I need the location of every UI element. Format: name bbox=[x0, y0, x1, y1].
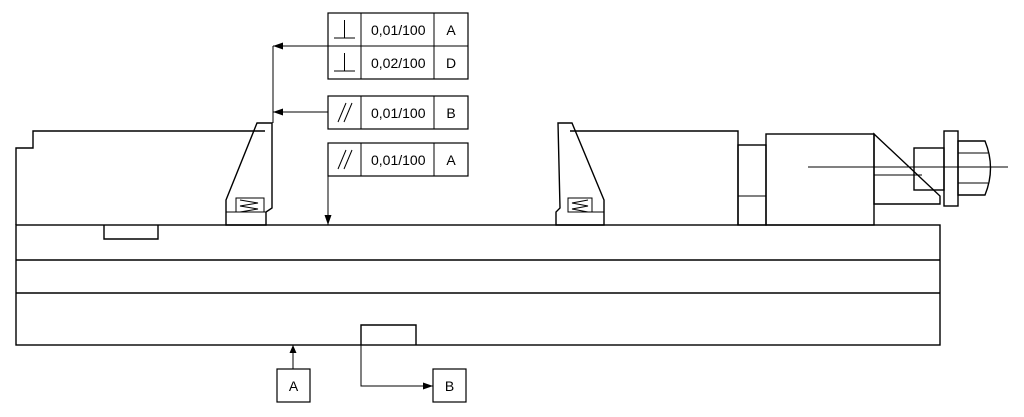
datum-a-label: A bbox=[289, 378, 299, 394]
base-outline bbox=[15, 224, 941, 346]
perpendicularity-icon bbox=[334, 20, 355, 39]
fcf-2-tolerance: 0,02/100 bbox=[371, 55, 426, 71]
fcf-3-tolerance: 0,01/100 bbox=[371, 105, 426, 121]
fixed-jaw-outline bbox=[15, 130, 265, 225]
fcf-group-perpendicularity: 0,01/100 A 0,02/100 D bbox=[327, 12, 469, 80]
moving-jaw-serration bbox=[571, 199, 589, 213]
parallelism-icon bbox=[337, 149, 353, 170]
spindle-cone bbox=[873, 132, 941, 205]
datum-b-box: B bbox=[432, 368, 467, 403]
fcf-4-datum: A bbox=[446, 152, 456, 168]
datum-b-frame bbox=[432, 368, 467, 403]
spindle-shank bbox=[913, 147, 945, 191]
leaders bbox=[272, 42, 433, 390]
moving-jaw-plate bbox=[555, 122, 605, 226]
parallelism-icon bbox=[337, 102, 353, 123]
fixed-jaw bbox=[15, 122, 273, 226]
moving-jaw bbox=[555, 122, 739, 226]
fixed-jaw-plate bbox=[225, 122, 273, 226]
fcf-parallel-a: 0,01/100 A bbox=[327, 142, 469, 177]
base-notch bbox=[103, 225, 159, 240]
fcf-1-tolerance: 0,01/100 bbox=[371, 22, 426, 38]
datum-b-block bbox=[360, 324, 417, 345]
fcf-3-datum: B bbox=[446, 105, 455, 121]
datum-b-leader bbox=[360, 345, 433, 387]
leader-parallel-b-arrow bbox=[273, 108, 283, 116]
spindle-washer bbox=[943, 130, 959, 207]
fcf-4-outline bbox=[327, 142, 469, 177]
moving-jaw-insert bbox=[567, 197, 593, 213]
fixed-jaw-insert bbox=[235, 197, 265, 213]
fcf-parallel-b: 0,01/100 B bbox=[327, 95, 469, 130]
perpendicularity-icon bbox=[334, 53, 355, 72]
vise-base bbox=[15, 224, 941, 346]
spindle-housing bbox=[765, 133, 875, 226]
datum-a-frame bbox=[276, 368, 311, 403]
fcf-3-outline bbox=[327, 95, 469, 130]
spindle-collar bbox=[737, 144, 767, 226]
spindle-nut bbox=[957, 140, 992, 196]
leader-perp-arrow bbox=[273, 42, 283, 50]
fcf-4-tolerance: 0,01/100 bbox=[371, 152, 426, 168]
spindle-assembly bbox=[737, 130, 1008, 226]
datum-a-box: A bbox=[276, 368, 311, 403]
fixed-jaw-serration bbox=[239, 199, 259, 213]
fcf-2-datum: D bbox=[446, 55, 456, 71]
datum-a-triangle bbox=[289, 345, 297, 353]
datum-b-label: B bbox=[445, 378, 454, 394]
fcf-1-datum: A bbox=[446, 22, 456, 38]
leader-parallel-a-arrow bbox=[324, 215, 332, 225]
datum-b-arrow bbox=[423, 382, 433, 390]
